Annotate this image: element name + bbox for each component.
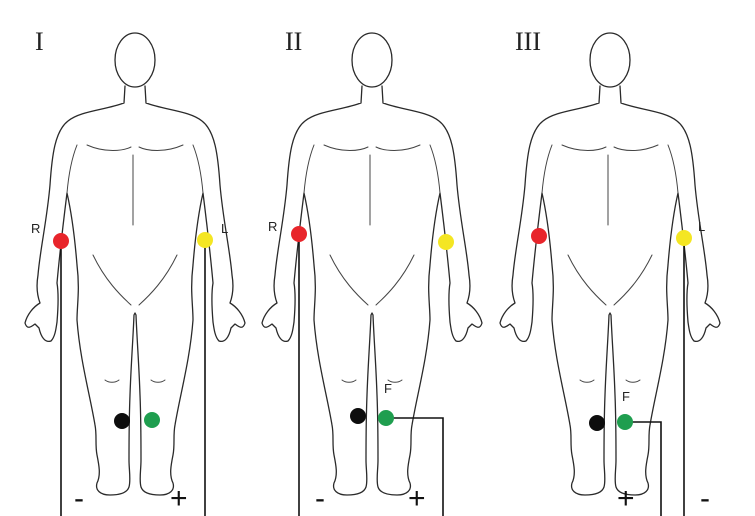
negative-sign: - (700, 482, 710, 515)
label-left-arm: L (698, 219, 705, 234)
electrode-left-leg (144, 412, 160, 428)
label-left-arm: L (221, 221, 228, 236)
electrode-right-arm (291, 226, 307, 242)
negative-sign: - (74, 482, 84, 515)
panel-title: III (515, 27, 541, 56)
electrode-right-leg (114, 413, 130, 429)
human-figure (25, 33, 245, 495)
electrode-right-leg (350, 408, 366, 424)
human-figure (500, 33, 720, 495)
label-leg: F (384, 381, 392, 396)
lead-I-panel: I R L - + (25, 27, 245, 516)
electrode-right-arm (53, 233, 69, 249)
electrode-left-arm (438, 234, 454, 250)
positive-sign: + (408, 482, 426, 515)
positive-sign: + (617, 482, 635, 515)
human-figure (262, 33, 482, 495)
electrode-right-arm (531, 228, 547, 244)
electrode-left-leg (617, 414, 633, 430)
positive-sign: + (170, 482, 188, 515)
electrode-right-leg (589, 415, 605, 431)
lead-III-panel: III L F + - (500, 27, 720, 516)
negative-sign: - (315, 482, 325, 515)
electrode-left-arm (676, 230, 692, 246)
electrode-left-arm (197, 232, 213, 248)
electrode-left-leg (378, 410, 394, 426)
label-right-arm: R (268, 219, 277, 234)
panel-title: I (35, 27, 44, 56)
label-leg: F (622, 389, 630, 404)
label-right-arm: R (31, 221, 40, 236)
panel-title: II (285, 27, 302, 56)
lead-II-panel: II R F - + (262, 27, 482, 516)
